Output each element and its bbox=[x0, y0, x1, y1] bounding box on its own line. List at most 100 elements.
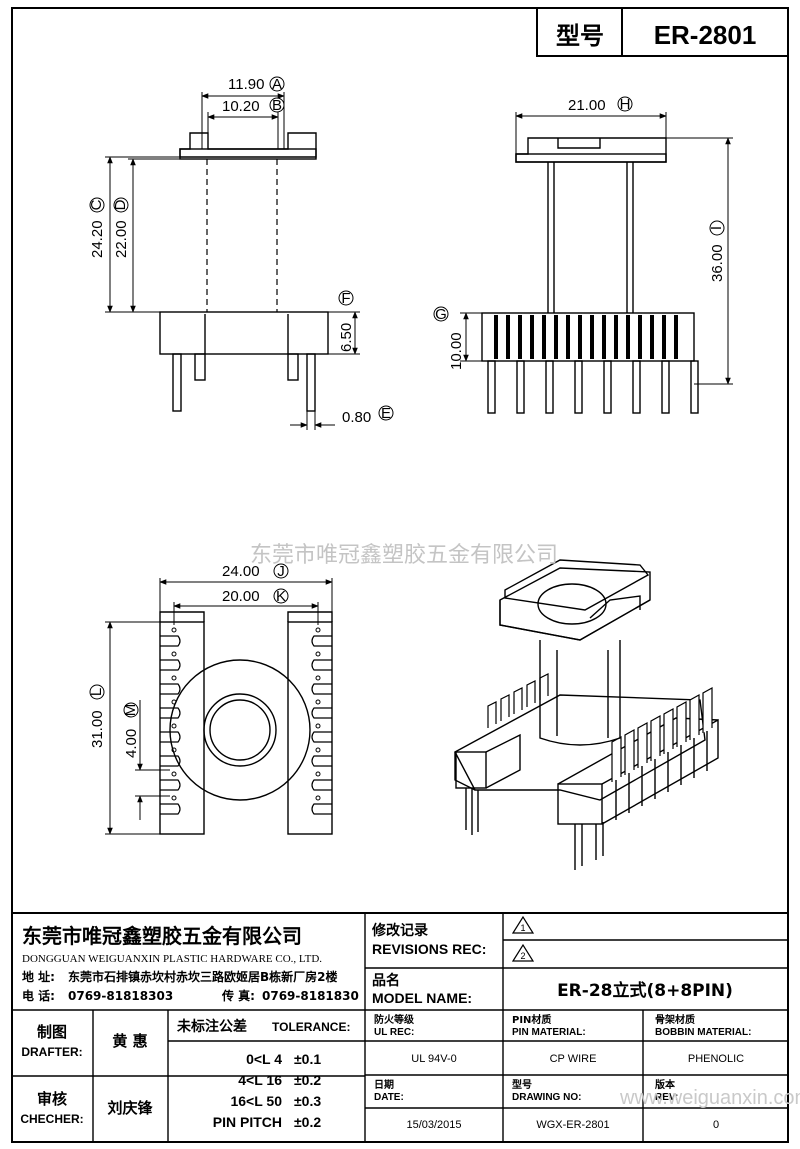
fax-label: 传 真: bbox=[221, 988, 255, 1003]
drawing-no-en: DRAWING NO: bbox=[512, 1092, 581, 1103]
terminal-fin bbox=[611, 735, 622, 782]
bobbin-slot bbox=[311, 659, 332, 671]
dim-c-tag: C bbox=[88, 199, 105, 210]
bobbin-slot bbox=[311, 731, 332, 743]
bobbin-slot bbox=[530, 315, 534, 359]
tolerance-range: 16<L 50 bbox=[230, 1093, 282, 1109]
terminal-fin bbox=[513, 687, 523, 714]
dim-i-value: 36.00 bbox=[709, 244, 726, 282]
pin-material-value: CP WIRE bbox=[550, 1053, 597, 1065]
terminal-fin bbox=[624, 728, 635, 775]
sheet-border bbox=[11, 7, 789, 1143]
bobbin-slot bbox=[674, 315, 678, 359]
drawing-no-cn: 型号 bbox=[512, 1078, 532, 1091]
pin-hole bbox=[315, 771, 321, 777]
pin bbox=[661, 360, 670, 414]
tolerance-range: 4<L 16 bbox=[238, 1072, 282, 1088]
drawing-no-value: WGX-ER-2801 bbox=[536, 1119, 609, 1131]
bobbin-slot bbox=[160, 803, 181, 815]
address-value: 东莞市石排镇赤坎村赤坎三路欧姬居B栋新厂房2楼 bbox=[68, 969, 338, 984]
dim-a-value: 11.90 bbox=[228, 76, 264, 93]
pin-hole bbox=[315, 675, 321, 681]
pin bbox=[574, 360, 583, 414]
tolerance-en: TOLERANCE: bbox=[272, 1020, 350, 1034]
tolerance-cn: 未标注公差 bbox=[177, 1018, 247, 1035]
isometric-view bbox=[454, 559, 719, 870]
pin-hole bbox=[171, 747, 177, 753]
date-value: 15/03/2015 bbox=[406, 1119, 461, 1131]
bobbin-slot bbox=[650, 315, 654, 359]
terminal-fin bbox=[539, 673, 549, 700]
dim-k-value: 20.00 bbox=[222, 588, 260, 605]
tolerance-value: ±0.1 bbox=[294, 1051, 321, 1067]
bobbin-slot bbox=[494, 315, 498, 359]
terminal-fin bbox=[500, 694, 510, 721]
company-name-en: DONGGUAN WEIGUANXIN PLASTIC HARDWARE CO.… bbox=[22, 953, 322, 965]
terminal-fin bbox=[650, 714, 661, 761]
pin bbox=[632, 360, 641, 414]
pin-hole bbox=[315, 651, 321, 657]
dim-g-tag: G bbox=[435, 306, 447, 323]
pin-hole bbox=[315, 795, 321, 801]
drafter-cn: 制图 bbox=[37, 1023, 67, 1041]
ul-en: UL REC: bbox=[374, 1027, 414, 1038]
revisions-label-cn: 修改记录 bbox=[371, 922, 428, 939]
bobbin-slot bbox=[311, 803, 332, 815]
phone-label: 电 话: bbox=[22, 988, 55, 1003]
terminal-fin bbox=[637, 721, 648, 768]
dim-d-value: 22.00 bbox=[113, 220, 130, 258]
date-cn: 日期 bbox=[374, 1078, 394, 1091]
bobbin-slot bbox=[160, 659, 181, 671]
checker-name: 刘庆锋 bbox=[107, 1099, 153, 1117]
pin-hole bbox=[171, 627, 177, 633]
dim-a-tag: A bbox=[272, 76, 282, 93]
dim-i-tag: I bbox=[708, 226, 725, 230]
date-en: DATE: bbox=[374, 1092, 404, 1103]
ul-cn: 防火等级 bbox=[374, 1013, 415, 1026]
pin-hole bbox=[171, 675, 177, 681]
dim-g-value: 10.00 bbox=[448, 332, 465, 370]
pin-material-cn: PIN材质 bbox=[512, 1013, 551, 1026]
bobbin-slot bbox=[311, 707, 332, 719]
bobbin-slot bbox=[160, 635, 181, 647]
side-view: 21.00 H 36.00 I 10.00 G bbox=[433, 96, 733, 414]
model-name-en: MODEL NAME: bbox=[372, 990, 472, 1006]
bobbin-slot bbox=[566, 315, 570, 359]
front-view: 11.90 A 10.20 B 24.20 C 22.00 D 6.50 F 0… bbox=[88, 76, 394, 430]
dim-h-tag: H bbox=[620, 96, 631, 113]
ul-value: UL 94V-0 bbox=[411, 1053, 456, 1065]
rev-cn: 版本 bbox=[655, 1078, 676, 1091]
revision-1-number: 1 bbox=[520, 923, 525, 933]
dim-e-value: 0.80 bbox=[342, 409, 371, 426]
revision-2-triangle bbox=[511, 943, 535, 962]
bobbin-slot bbox=[160, 731, 181, 743]
bobbin-material-en: BOBBIN MATERIAL: bbox=[655, 1027, 751, 1038]
dim-l-tag: L bbox=[88, 688, 105, 696]
pin-hole bbox=[171, 723, 177, 729]
title-block: 东莞市唯冠鑫塑胶五金有限公司 DONGGUAN WEIGUANXIN PLAST… bbox=[12, 912, 800, 1142]
pin-hole bbox=[315, 699, 321, 705]
bobbin-slot bbox=[518, 315, 522, 359]
dim-b-tag: B bbox=[272, 97, 282, 114]
terminal-fin bbox=[526, 680, 536, 707]
dim-b-value: 10.20 bbox=[222, 98, 260, 115]
bobbin-slot bbox=[160, 779, 181, 791]
revision-1-triangle bbox=[511, 915, 535, 934]
dim-c-value: 24.20 bbox=[89, 220, 106, 258]
bobbin-slot bbox=[590, 315, 594, 359]
bobbin-slot bbox=[311, 683, 332, 695]
dim-m-value: 4.00 bbox=[123, 729, 140, 758]
terminal-fin bbox=[702, 686, 713, 733]
pin-hole bbox=[315, 723, 321, 729]
bobbin-slot bbox=[638, 315, 642, 359]
dim-k-tag: K bbox=[276, 588, 286, 605]
bobbin-slot bbox=[160, 683, 181, 695]
rev-en: REV: bbox=[655, 1092, 678, 1103]
company-name-cn: 东莞市唯冠鑫塑胶五金有限公司 bbox=[22, 924, 302, 948]
terminal-fin bbox=[689, 693, 700, 740]
pin-material-en: PIN MATERIAL: bbox=[512, 1027, 586, 1038]
fax-value: 0769-8181830 bbox=[262, 989, 359, 1003]
revisions-label-en: REVISIONS REC: bbox=[372, 941, 486, 957]
header-box: 型号 ER-2801 bbox=[536, 7, 789, 57]
pin-hole bbox=[315, 747, 321, 753]
